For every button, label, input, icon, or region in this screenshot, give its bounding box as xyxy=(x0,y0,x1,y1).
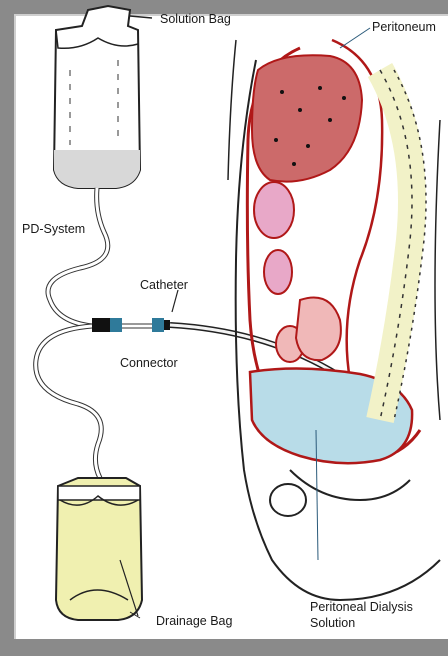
kidney-upper xyxy=(254,182,294,238)
solution-bag xyxy=(54,6,152,188)
connector-right xyxy=(152,318,164,332)
peritoneal-dialysis-label: Peritoneal Dialysis xyxy=(310,600,413,614)
kidney-lower xyxy=(264,250,292,294)
connector-label: Connector xyxy=(120,356,178,370)
pd-system-label: PD-System xyxy=(22,222,85,236)
connector-left xyxy=(92,318,110,332)
peritoneum-label: Peritoneum xyxy=(372,20,436,34)
spine xyxy=(380,70,412,420)
drainage-bag xyxy=(56,478,142,620)
solution-bag-label: Solution Bag xyxy=(160,12,231,26)
liver xyxy=(252,55,362,181)
catheter-label: Catheter xyxy=(140,278,188,292)
drainage-bag-label: Drainage Bag xyxy=(156,614,232,628)
peritoneal-dialysis-solution-label: Solution xyxy=(310,616,355,630)
bladder xyxy=(296,298,341,361)
